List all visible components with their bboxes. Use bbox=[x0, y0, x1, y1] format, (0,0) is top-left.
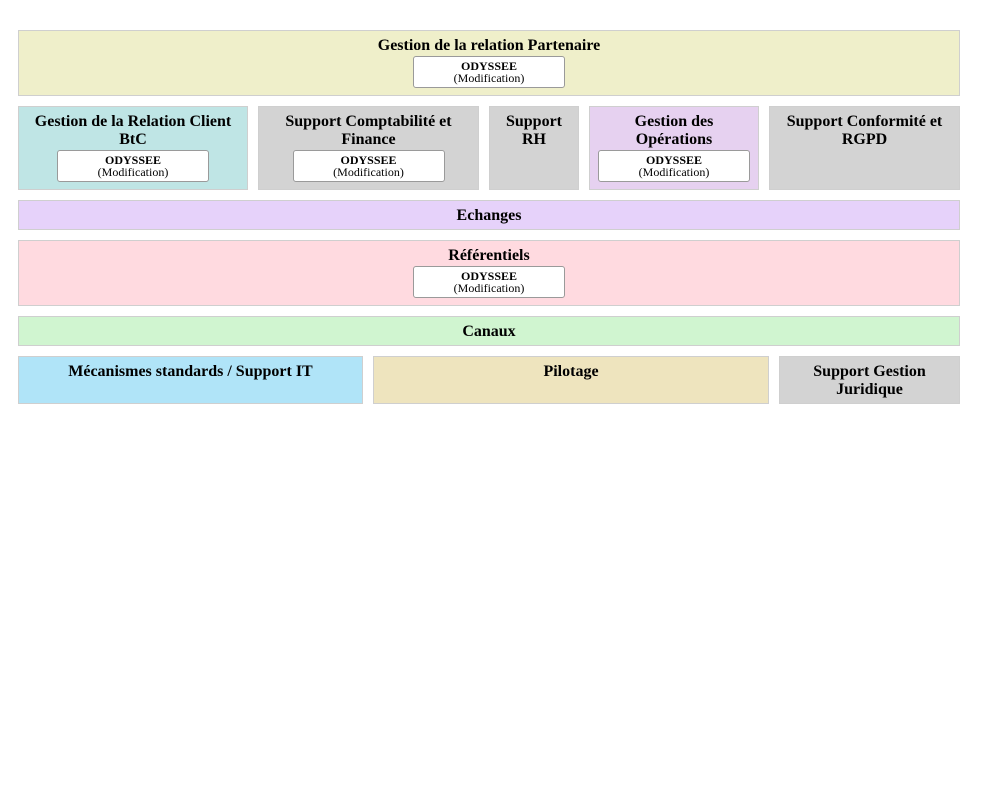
block-partenaire: Gestion de la relation Partenaire ODYSSE… bbox=[18, 30, 960, 96]
block-title: Support Comptabilité et Finance bbox=[285, 113, 452, 148]
block-client: Gestion de la Relation Client BtC ODYSSE… bbox=[18, 106, 248, 190]
block-title: Support Gestion Juridique bbox=[813, 363, 926, 398]
block-title: Gestion des Opérations bbox=[634, 113, 714, 148]
block-operations: Gestion des Opérations ODYSSEE(Modificat… bbox=[589, 106, 759, 190]
app-name: ODYSSEE bbox=[460, 269, 518, 283]
application-odyssee[interactable]: ODYSSEE(Modification) bbox=[57, 150, 209, 182]
app-status: (Modification) bbox=[333, 165, 404, 179]
application-odyssee[interactable]: ODYSSEE(Modification) bbox=[413, 56, 565, 88]
app-status: (Modification) bbox=[453, 281, 525, 295]
block-conformite: Support Conformité et RGPD bbox=[769, 106, 960, 190]
block-title: Mécanismes standards / Support IT bbox=[68, 363, 313, 380]
block-title: Référentiels bbox=[448, 247, 530, 264]
app-status: (Modification) bbox=[638, 165, 710, 179]
block-compta: Support Comptabilité et Finance ODYSSEE(… bbox=[258, 106, 479, 190]
application-odyssee[interactable]: ODYSSEE(Modification) bbox=[413, 266, 565, 298]
block-title: Echanges bbox=[456, 207, 522, 224]
block-echanges: Echanges bbox=[18, 200, 960, 230]
block-mecanismes: Mécanismes standards / Support IT bbox=[18, 356, 363, 404]
app-name: ODYSSEE bbox=[104, 153, 162, 167]
block-title: Support Conformité et RGPD bbox=[786, 113, 943, 148]
app-name: ODYSSEE bbox=[340, 153, 397, 167]
block-title: Support RH bbox=[505, 113, 563, 148]
block-referentiels: Référentiels ODYSSEE(Modification) bbox=[18, 240, 960, 306]
block-title: Gestion de la Relation Client BtC bbox=[34, 113, 232, 148]
application-odyssee[interactable]: ODYSSEE(Modification) bbox=[292, 150, 445, 182]
app-status: (Modification) bbox=[97, 165, 169, 179]
block-title: Gestion de la relation Partenaire bbox=[377, 37, 601, 54]
app-name: ODYSSEE bbox=[645, 153, 703, 167]
block-rh: Support RH bbox=[489, 106, 579, 190]
block-juridique: Support Gestion Juridique bbox=[779, 356, 960, 404]
block-title: Canaux bbox=[462, 323, 516, 340]
app-name: ODYSSEE bbox=[460, 59, 518, 73]
block-title: Pilotage bbox=[543, 363, 599, 380]
application-odyssee[interactable]: ODYSSEE(Modification) bbox=[598, 150, 750, 182]
block-pilotage: Pilotage bbox=[373, 356, 769, 404]
app-status: (Modification) bbox=[453, 71, 525, 85]
block-canaux: Canaux bbox=[18, 316, 960, 346]
